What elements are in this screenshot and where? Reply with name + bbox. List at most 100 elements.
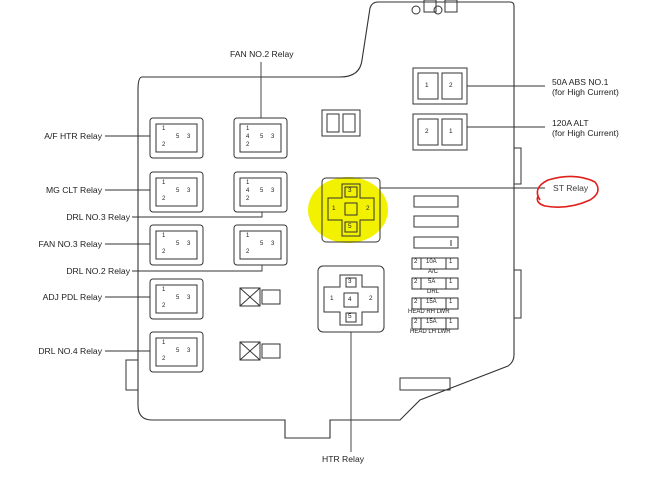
- fuse-pin-right: 1: [449, 299, 453, 305]
- fuse-name: HEAD LH LWR: [410, 329, 451, 335]
- fuse-amperage: 10A: [426, 259, 437, 265]
- pin-label: 5: [176, 188, 180, 194]
- relay-drl2: [233, 224, 288, 266]
- label-fan2-relay: FAN NO.2 Relay: [230, 49, 294, 59]
- label-abs-fuse: 50A ABS NO.1: [552, 77, 609, 87]
- pin-label: 1: [246, 180, 250, 186]
- relay-drl3: [233, 171, 288, 213]
- st-annotation-circle: [536, 175, 599, 208]
- pin-label: 5: [260, 134, 264, 140]
- pin-label: 1: [162, 287, 166, 293]
- fuse-amperage: 15A: [426, 319, 437, 325]
- housing-tab: [125, 359, 139, 391]
- fuse-pin-left: 2: [414, 279, 418, 285]
- relay-fan2: [233, 117, 288, 159]
- pin-label: 5: [176, 241, 180, 247]
- small-fuse-top-slot: [326, 113, 340, 133]
- pin-label: 1: [246, 233, 250, 239]
- label-drl4-relay: DRL NO.4 Relay: [38, 346, 102, 356]
- relay-st: [321, 177, 381, 243]
- label-af-htr-relay: A/F HTR Relay: [44, 131, 102, 141]
- label-alt-fuse-note: (for High Current): [552, 128, 619, 138]
- housing-tab: [399, 377, 451, 391]
- pin-label: 2: [369, 295, 373, 302]
- pin-label: 5: [348, 313, 352, 320]
- label-abs-fuse-note: (for High Current): [552, 87, 619, 97]
- leader-lines: [105, 62, 545, 452]
- relay-af-htr: [149, 117, 204, 159]
- mini-fuse-drl: [411, 277, 459, 290]
- pin-label: 5: [348, 223, 352, 230]
- relay-empty-2: [239, 341, 281, 361]
- spare-fuse: [413, 236, 459, 249]
- label-st-relay: ST Relay: [553, 183, 589, 193]
- pin-label: 2: [366, 205, 370, 212]
- pin-label: 3: [271, 188, 275, 194]
- corner-slot: [444, 0, 458, 13]
- pin-label: 3: [348, 187, 352, 194]
- pin-label: 3: [187, 188, 191, 194]
- pin-label: 2: [162, 356, 166, 362]
- label-mg-clt-relay: MG CLT Relay: [45, 185, 102, 195]
- mini-fuse-ac: [411, 257, 459, 270]
- corner-hole: [411, 5, 421, 15]
- label-alt-fuse: 120A ALT: [552, 118, 589, 128]
- pin-label: 5: [260, 241, 264, 247]
- pin-label: 1: [425, 82, 429, 89]
- housing-outline: [137, 1, 515, 439]
- pin-label: 2: [162, 303, 166, 309]
- corner-hole: [433, 5, 443, 15]
- fuse-name: A/C: [428, 269, 439, 275]
- relay-mg-clt: [149, 171, 204, 213]
- label-fan3-relay: FAN NO.3 Relay: [38, 239, 102, 249]
- pin-label: 5: [176, 134, 180, 140]
- fuse-abs: [412, 67, 468, 105]
- mini-fuse-head-rh: [411, 297, 459, 310]
- pin-label: 3: [187, 134, 191, 140]
- pin-label: 4: [246, 134, 250, 140]
- pin-label: 3: [348, 278, 352, 285]
- pin-label: 1: [332, 205, 336, 212]
- fuse-amperage: 15A: [426, 299, 437, 305]
- pin-label: 5: [176, 348, 180, 354]
- pin-label: 1: [449, 128, 453, 135]
- pin-label: 2: [162, 196, 166, 202]
- housing-tab: [513, 269, 522, 319]
- housing-tab: [513, 147, 522, 185]
- pin-label: 3: [187, 295, 191, 301]
- fuse-alt: [412, 113, 468, 151]
- label-drl2-relay: DRL NO.2 Relay: [66, 266, 130, 276]
- mini-fuse-head-lh: [411, 317, 459, 330]
- relay-empty-1: [239, 287, 281, 307]
- pin-label: 3: [187, 348, 191, 354]
- pin-label: 2: [425, 128, 429, 135]
- spare-fuse: [413, 215, 459, 228]
- spare-fuse: [413, 195, 459, 208]
- pin-label: 2: [162, 249, 166, 255]
- small-fuse-top: [321, 109, 361, 137]
- pin-label: 2: [246, 249, 250, 255]
- pin-label: 2: [246, 142, 250, 148]
- pin-label: 5: [176, 295, 180, 301]
- pin-label: 2: [449, 82, 453, 89]
- pin-label: 1: [162, 180, 166, 186]
- st-relay-highlight: [308, 177, 388, 243]
- pin-label: 1: [330, 295, 334, 302]
- fuse-pin-right: 1: [449, 259, 453, 265]
- small-fuse-top-slot: [342, 113, 356, 133]
- pin-label: 4: [246, 188, 250, 194]
- pin-label: 3: [271, 134, 275, 140]
- pin-label: 1: [162, 233, 166, 239]
- relay-fan3: [149, 224, 204, 266]
- pin-label: 2: [162, 142, 166, 148]
- pin-label: 4: [348, 296, 352, 303]
- fuse-pin-left: 2: [414, 319, 418, 325]
- label-drl3-relay: DRL NO.3 Relay: [66, 212, 130, 222]
- pin-label: 2: [246, 196, 250, 202]
- fuse-name: HEAD RH LWR: [408, 309, 450, 315]
- relay-adj-pdl: [149, 278, 204, 320]
- pin-label: 1: [246, 126, 250, 132]
- fuse-pin-right: 1: [449, 279, 453, 285]
- fuse-amperage: 5A: [428, 279, 436, 285]
